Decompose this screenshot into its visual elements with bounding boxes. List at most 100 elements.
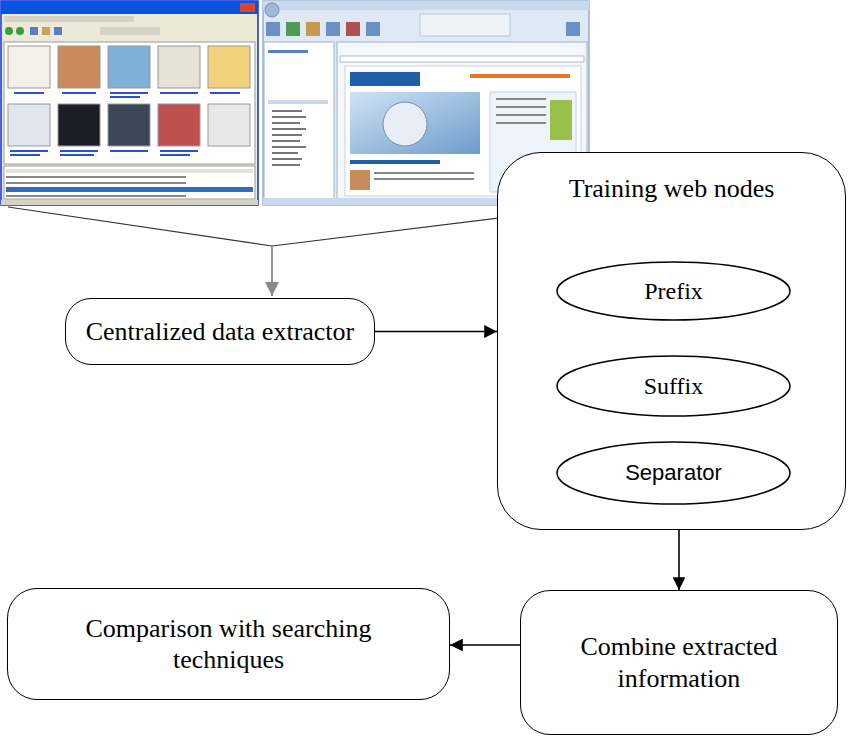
right-screenshot-part [272, 152, 298, 154]
left-screenshot-part [58, 46, 100, 88]
right-screenshot-part [350, 92, 480, 154]
right-screenshot-part [350, 72, 420, 86]
right-screenshot-part [566, 22, 580, 36]
left-screenshot-part [6, 169, 253, 173]
left-screenshot-part [160, 92, 198, 94]
right-screenshot-part [496, 122, 546, 124]
left-screenshot-part [158, 46, 200, 88]
node-label: Suffix [644, 372, 704, 401]
left-screenshot-part [160, 154, 190, 156]
right-screenshot-part [496, 114, 546, 116]
flow-arrow [375, 331, 497, 333]
right-screenshot-part [470, 74, 570, 78]
left-screenshot-part [6, 195, 186, 197]
left-screenshot-part [6, 187, 253, 192]
left-screenshot-part [8, 104, 50, 146]
right-screenshot-part [350, 160, 440, 164]
left-screenshot-part [208, 104, 250, 146]
flow-arrow [678, 530, 680, 590]
node-label: Comparison with searching techniques [79, 613, 379, 675]
process-box: Combine extracted information [520, 590, 838, 735]
left-screenshot-part [108, 46, 150, 88]
right-screenshot-part [374, 178, 474, 180]
left-screenshot-part [4, 42, 255, 164]
process-box: Centralized data extractor [65, 298, 375, 365]
field-ellipse: Prefix [556, 261, 791, 321]
ellipse-outline [557, 262, 790, 320]
left-screenshot-part [100, 27, 160, 35]
right-screenshot-part [383, 102, 427, 146]
right-screenshot-part [265, 3, 279, 17]
field-ellipse: Suffix [556, 355, 791, 417]
left-screenshot-part [6, 176, 186, 178]
right-screenshot-part [496, 106, 546, 108]
left-screenshot-part [1, 1, 258, 205]
left-screenshot-part [110, 96, 140, 98]
right-screenshot-part [263, 1, 589, 10]
node-label: Separator [625, 460, 722, 486]
left-screenshot-part [110, 150, 148, 152]
left-screenshot-part [108, 104, 150, 146]
right-screenshot-part [272, 122, 300, 124]
right-screenshot-part [350, 170, 370, 190]
right-screenshot-part [272, 134, 302, 136]
left-screenshot-part [110, 92, 148, 94]
left-screenshot-part [60, 154, 94, 156]
node-label: Prefix [644, 277, 703, 306]
left-screenshot-part [5, 27, 13, 35]
funnel-lines-part [8, 207, 272, 246]
right-screenshot-part [272, 146, 306, 148]
left-screenshot-part [240, 3, 255, 12]
node-label: Combine extracted information [564, 631, 794, 693]
right-screenshot-part [326, 22, 340, 36]
left-screenshot-part [1, 200, 258, 205]
right-screenshot-part [366, 22, 380, 36]
left-screenshot-part [42, 27, 50, 35]
left-screenshot-part [210, 92, 240, 94]
left-screenshot-part [4, 16, 134, 22]
right-screenshot-part [306, 22, 320, 36]
group-title: Training web nodes [569, 173, 775, 204]
left-screenshot-part [160, 150, 198, 152]
left-screenshot-part [10, 154, 40, 156]
group-box: Training web nodesPrefixSuffixSeparator [497, 152, 846, 530]
left-screenshot-part [10, 150, 48, 152]
left-screenshot-part [14, 92, 44, 94]
left-screenshot-part [6, 182, 186, 184]
right-screenshot-part [272, 140, 300, 142]
right-screenshot-part [272, 164, 300, 166]
left-screenshot-part [8, 46, 50, 88]
right-screenshot-part [496, 98, 546, 100]
right-screenshot-part [268, 100, 328, 104]
flow-arrow [450, 644, 520, 646]
ellipse-outline [557, 356, 790, 416]
right-screenshot-part [272, 110, 302, 112]
right-screenshot-part [264, 42, 334, 200]
node-label: Centralized data extractor [86, 316, 355, 347]
right-screenshot-part [420, 14, 510, 36]
left-screenshot-part [60, 150, 98, 152]
right-screenshot-part [272, 128, 306, 130]
output-box: Comparison with searching techniques [7, 588, 450, 700]
left-screenshot-part [62, 92, 96, 94]
left-screenshot-part [1, 1, 258, 14]
right-screenshot-part [268, 50, 308, 53]
right-screenshot-part [340, 56, 584, 62]
left-screenshot [1, 1, 258, 205]
left-screenshot-part [158, 104, 200, 146]
left-screenshot-part [4, 166, 255, 199]
right-screenshot-part [266, 22, 280, 36]
right-screenshot-part [272, 158, 302, 160]
right-screenshot-part [346, 22, 360, 36]
right-screenshot-part [550, 100, 572, 140]
left-screenshot-part [58, 104, 100, 146]
right-screenshot-part [272, 116, 306, 118]
left-screenshot-part [30, 27, 38, 35]
left-screenshot-part [16, 27, 24, 35]
funnel-lines-part [271, 246, 273, 296]
field-ellipse: Separator [556, 441, 791, 505]
left-screenshot-part [54, 27, 62, 35]
right-screenshot-part [286, 22, 300, 36]
right-screenshot-part [374, 172, 474, 174]
ellipse-outline [557, 442, 790, 504]
